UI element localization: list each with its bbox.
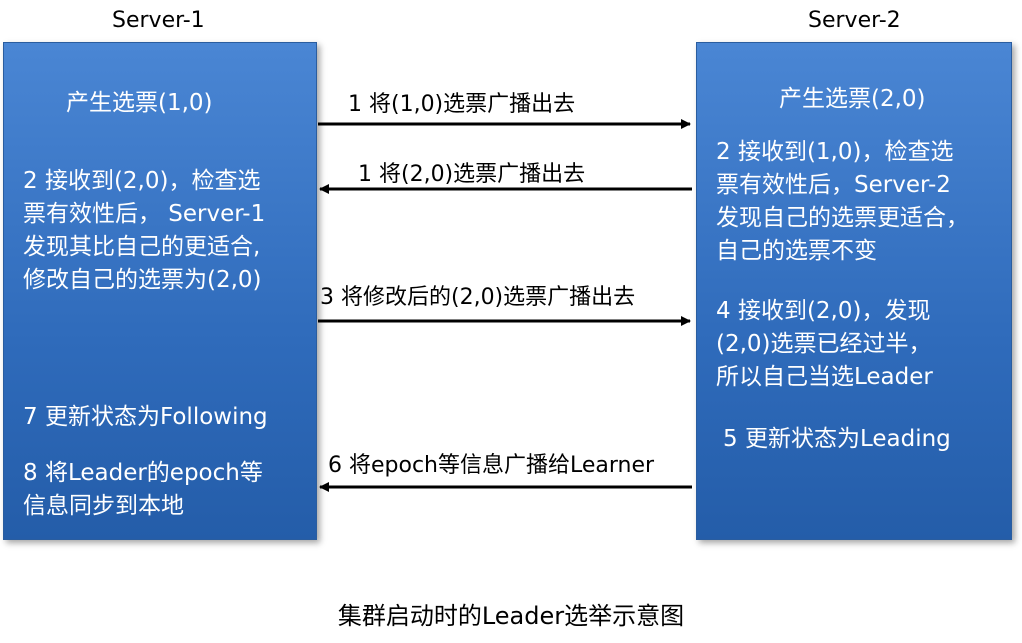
message-1-label: 1 将(1,0)选票广播出去 [348, 92, 576, 117]
server-2-title: Server-2 [808, 8, 901, 33]
server-1-title: Server-1 [112, 8, 205, 33]
server-1-step-receive: 2 接收到(2,0)，检查选 票有效性后， Server-1 发现其比自己的更适… [23, 168, 266, 293]
message-4-label: 6 将epoch等信息广播给Learner [328, 453, 655, 478]
server-1-panel: 产生选票(1,0) 2 接收到(2,0)，检查选 票有效性后， Server-1… [3, 42, 317, 540]
server-2-step-elected: 4 接收到(2,0)，发现 (2,0)选票已经过半， 所以自己当选Leader [716, 298, 933, 390]
message-3-label: 3 将修改后的(2,0)选票广播出去 [320, 285, 636, 310]
diagram-caption: 集群启动时的Leader选举示意图 [337, 602, 685, 630]
server-1-step-sync: 8 将Leader的epoch等 信息同步到本地 [23, 460, 263, 519]
server-2-step-leading: 5 更新状态为Leading [723, 426, 951, 452]
server-2-step-receive: 2 接收到(1,0)，检查选 票有效性后，Server-2 发现自己的选票更适合… [716, 139, 969, 264]
server-2-panel: 产生选票(2,0) 2 接收到(1,0)，检查选 票有效性后，Server-2 … [696, 42, 1012, 540]
server-1-step-vote: 产生选票(1,0) [66, 90, 213, 116]
message-2-label: 1 将(2,0)选票广播出去 [358, 162, 586, 187]
server-1-step-following: 7 更新状态为Following [23, 404, 268, 430]
server-2-step-vote: 产生选票(2,0) [779, 86, 926, 112]
